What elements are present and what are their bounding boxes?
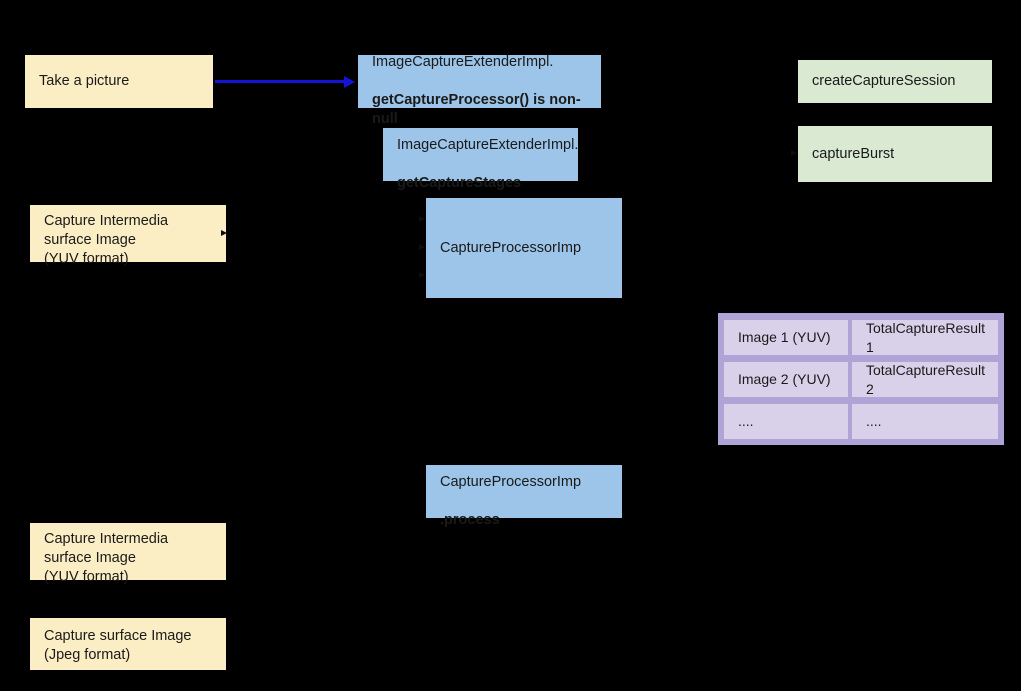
result-cell-total-capture-result-2[interactable]: TotalCaptureResult 2: [852, 362, 998, 397]
result-cell-total-capture-result-1-label: TotalCaptureResult 1: [866, 319, 986, 355]
node-get-capture-processor[interactable]: ImageCaptureExtenderImpl. getCaptureProc…: [358, 54, 601, 127]
result-cell-total-capture-result-more-label: ....: [866, 413, 882, 429]
node-get-capture-stages-line2: getCaptureStages: [397, 174, 522, 191]
arrow-head-capture-processor-imp-in-1: [419, 216, 425, 222]
node-capture-processor-process-line2: .process: [440, 512, 500, 528]
result-cell-image-2-label: Image 2 (YUV): [738, 371, 831, 387]
node-capture-intermedia-yuv-bottom-label: Capture Intermedia surface Image (YUV fo…: [44, 531, 169, 585]
node-capture-processor-imp-label: CaptureProcessorImp: [440, 239, 582, 256]
result-cell-image-more-label: ....: [738, 413, 754, 429]
result-cell-image-more[interactable]: ....: [724, 404, 848, 439]
node-capture-processor-process-line1: CaptureProcessorImp: [440, 473, 582, 490]
node-create-capture-session-label: createCaptureSession: [812, 73, 956, 89]
node-get-capture-stages-label: ImageCaptureExtenderImpl. getCaptureStag…: [397, 117, 578, 193]
node-capture-intermedia-yuv-bottom[interactable]: Capture Intermedia surface Image (YUV fo…: [30, 523, 226, 585]
arrow-head-capture-processor-imp-in-3: [419, 272, 425, 278]
node-capture-processor-imp[interactable]: CaptureProcessorImp: [426, 198, 622, 298]
node-create-capture-session[interactable]: createCaptureSession: [798, 60, 992, 103]
result-table-container: Image 1 (YUV) Image 2 (YUV) .... TotalCa…: [718, 313, 1004, 445]
result-cell-total-capture-result-2-label: TotalCaptureResult 2: [866, 361, 986, 397]
node-capture-processor-process-method: .process: [440, 511, 500, 528]
node-capture-intermedia-yuv-top-label: Capture Intermedia surface Image (YUV fo…: [44, 213, 169, 267]
arrow-head-capture-processor-imp-in-2: [419, 244, 425, 250]
node-capture-processor-process-label: CaptureProcessorImp .process: [440, 454, 581, 530]
node-get-capture-processor-line1: ImageCaptureExtenderImpl.: [372, 54, 554, 70]
result-cell-image-1[interactable]: Image 1 (YUV): [724, 320, 848, 355]
node-capture-processor-process[interactable]: CaptureProcessorImp .process: [426, 465, 622, 528]
result-cell-total-capture-result-1[interactable]: TotalCaptureResult 1: [852, 320, 998, 355]
node-capture-surface-jpeg-label: Capture surface Image (Jpeg format): [44, 628, 192, 663]
result-cell-image-1-label: Image 1 (YUV): [738, 329, 831, 345]
result-cell-total-capture-result-more[interactable]: ....: [852, 404, 998, 439]
arrow-head-get-capture-processor: [344, 75, 355, 88]
node-take-a-picture[interactable]: Take a picture: [25, 55, 213, 108]
arrow-head-capture-burst-in: [791, 150, 797, 156]
node-capture-burst[interactable]: captureBurst: [798, 126, 992, 182]
arrow-take-picture-to-get-capture-processor: [215, 80, 345, 83]
node-capture-surface-jpeg[interactable]: Capture surface Image (Jpeg format): [30, 618, 226, 670]
node-get-capture-stages[interactable]: ImageCaptureExtenderImpl. getCaptureStag…: [383, 128, 578, 191]
node-get-capture-processor-line2: getCaptureProcessor() is non-null: [372, 92, 581, 127]
node-take-a-picture-label: Take a picture: [39, 73, 130, 89]
arrow-head-capture-intermedia-yuv-top-out: [221, 230, 227, 236]
node-get-capture-processor-label: ImageCaptureExtenderImpl. getCaptureProc…: [372, 34, 587, 129]
node-get-capture-stages-line1: ImageCaptureExtenderImpl.: [397, 136, 579, 153]
node-capture-intermedia-yuv-top[interactable]: Capture Intermedia surface Image (YUV fo…: [30, 205, 226, 267]
result-cell-image-2[interactable]: Image 2 (YUV): [724, 362, 848, 397]
node-capture-burst-label: captureBurst: [812, 145, 895, 162]
